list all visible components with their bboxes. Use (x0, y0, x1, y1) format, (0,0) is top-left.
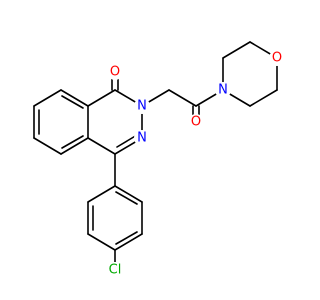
bond (60, 89, 89, 107)
bond (114, 233, 143, 251)
bond (115, 191, 138, 205)
bond-layer (33, 41, 278, 267)
nitrogen-atom: N (134, 130, 150, 146)
bond (222, 41, 251, 59)
atom-label-n-ring-lower: N (137, 131, 147, 146)
atom-label-o-morpholine: O (272, 51, 282, 66)
bond (33, 89, 62, 107)
oxygen-atom: O (107, 64, 123, 80)
bond (249, 89, 278, 107)
bond (87, 185, 116, 203)
chlorine-atom: Cl (105, 262, 125, 278)
bond (87, 137, 116, 155)
atom-layer: O N N N O O Cl (105, 50, 285, 278)
bond (87, 89, 116, 107)
bond (116, 134, 138, 148)
atom-label-n-morpholine: N (218, 83, 228, 98)
bond (87, 233, 116, 251)
bond (61, 95, 84, 109)
structure-diagram: O N N N O O Cl (33, 41, 285, 278)
atom-label-o-carbonyl: O (110, 65, 120, 80)
oxygen-atom: O (188, 114, 204, 130)
atom-label-cl: Cl (109, 263, 122, 278)
nitrogen-atom: N (215, 82, 231, 98)
nitrogen-atom: N (134, 98, 150, 114)
bond (60, 137, 89, 155)
bond (114, 185, 143, 203)
bond (61, 135, 84, 149)
bond (33, 137, 62, 155)
atom-label-o-amide: O (191, 115, 201, 130)
bond (115, 231, 138, 245)
oxygen-atom: O (269, 50, 285, 66)
molecule-canvas: O N N N O O Cl (33, 41, 285, 278)
bond (168, 89, 197, 107)
atom-label-n-ring: N (137, 99, 147, 114)
